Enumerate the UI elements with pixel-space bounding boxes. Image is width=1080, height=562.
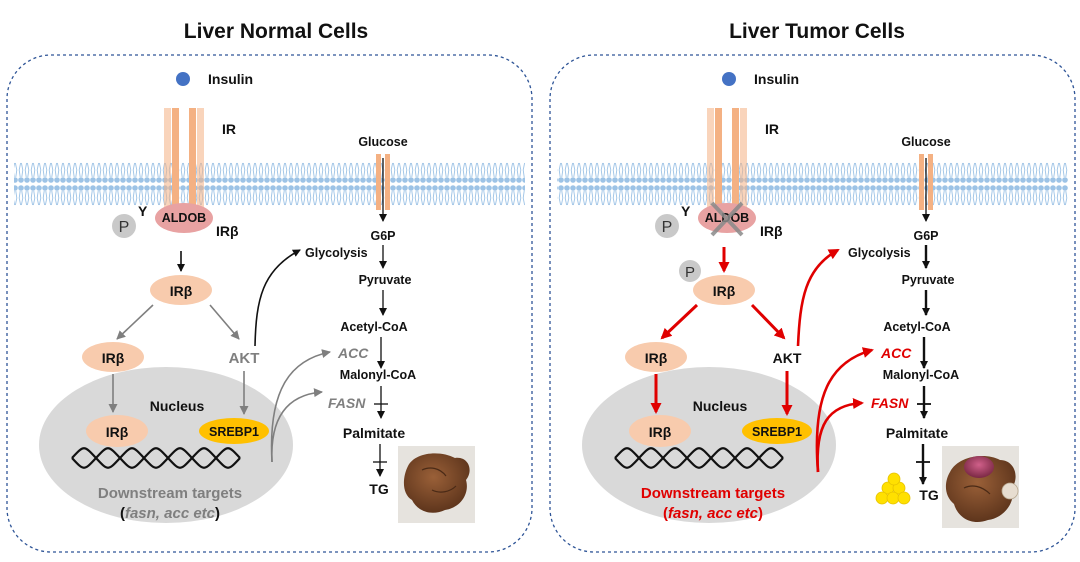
glucose-transporter	[919, 154, 933, 210]
aldob-label: ALDOB	[162, 211, 206, 225]
aldob-node	[155, 203, 213, 233]
cell-membrane	[557, 162, 1068, 208]
insulin-label: Insulin	[754, 71, 799, 87]
acetyl-coa-label: Acetyl-CoA	[883, 320, 950, 334]
irb-center-node	[150, 275, 212, 305]
akt-to-glycolysis-arrow	[796, 248, 840, 347]
tyrosine-label: Y	[138, 203, 148, 219]
glucose-label: Glucose	[358, 135, 407, 149]
irb-nucleus-label: IRβ	[106, 424, 129, 440]
cell-boundary	[549, 54, 1076, 553]
malonyl-coa-label: Malonyl-CoA	[883, 368, 959, 382]
phospho-label: P	[119, 219, 130, 236]
pyruvate-label: Pyruvate	[902, 273, 955, 287]
insulin-receptor	[707, 108, 747, 210]
targets-open: (	[663, 505, 668, 522]
srebp1-label: SREBP1	[752, 425, 802, 439]
aldob-loss-cross-icon	[710, 201, 744, 237]
phospho-icon	[655, 214, 679, 238]
pyruvate-label: Pyruvate	[359, 273, 412, 287]
g6p-label: G6P	[370, 229, 395, 243]
nucleus	[582, 367, 836, 523]
glycolysis-label: Glycolysis	[305, 246, 368, 260]
targets-to-acc-arrow	[270, 349, 331, 463]
irb-nucleus-label: IRβ	[649, 424, 672, 440]
tumor-panel: Liver Tumor Cells Insulin IR ALDOB IRβ P…	[549, 20, 1076, 553]
normal-liver-image	[398, 446, 475, 523]
downstream-label: Downstream targets	[641, 485, 785, 502]
targets-label: (fasn, acc etc)	[663, 505, 763, 522]
srebp1-label: SREBP1	[209, 425, 259, 439]
irb-left-node	[625, 342, 687, 372]
cell-membrane	[14, 162, 525, 208]
palmitate-label: Palmitate	[886, 425, 948, 441]
dna-helix-icon	[614, 447, 784, 469]
fasn-label: FASN	[328, 395, 366, 411]
targets-close: )	[758, 505, 763, 522]
g6p-label: G6P	[913, 229, 938, 243]
phospho-icon-2	[679, 260, 701, 282]
srebp1-node	[199, 418, 269, 444]
insulin-icon	[722, 72, 736, 86]
dna-helix-icon	[71, 447, 241, 469]
targets-open: (	[120, 505, 125, 522]
targets-genes: fasn, acc etc	[668, 505, 759, 522]
nucleus-label: Nucleus	[693, 398, 748, 414]
tg-label: TG	[369, 481, 389, 497]
irb-to-akt-arrow	[750, 303, 786, 340]
targets-label: (fasn, acc etc)	[120, 505, 220, 522]
acc-label: ACC	[880, 345, 912, 361]
ir-label: IR	[222, 121, 236, 137]
irb-receptor-label: IRβ	[216, 223, 239, 239]
irb-center-node	[693, 275, 755, 305]
nucleus-label: Nucleus	[150, 398, 205, 414]
normal-panel: Liver Normal Cells Insulin IR ALDOB IRβ …	[6, 20, 533, 553]
akt-to-glycolysis-arrow	[254, 249, 301, 347]
glucose-label: Glucose	[901, 135, 950, 149]
insulin-receptor	[164, 108, 204, 210]
insulin-label: Insulin	[208, 71, 253, 87]
glucose-transporter	[376, 154, 390, 210]
targets-to-acc-arrow	[815, 347, 874, 473]
akt-label: AKT	[773, 350, 802, 366]
tyrosine-label: Y	[681, 203, 691, 219]
panel-title: Liver Tumor Cells	[729, 20, 905, 43]
targets-genes: fasn, acc etc	[125, 505, 216, 522]
targets-close: )	[215, 505, 220, 522]
srebp1-node	[742, 418, 812, 444]
akt-label: AKT	[229, 350, 260, 367]
tumor-liver-image	[942, 446, 1019, 528]
panel-title: Liver Normal Cells	[184, 20, 368, 43]
irb-receptor-label: IRβ	[760, 223, 783, 239]
irb-to-akt-arrow	[209, 304, 240, 340]
insulin-icon	[176, 72, 190, 86]
acetyl-coa-label: Acetyl-CoA	[340, 320, 407, 334]
ir-label: IR	[765, 121, 779, 137]
lipid-droplets-icon	[875, 472, 911, 505]
irb-center-label: IRβ	[713, 283, 736, 299]
irb-nucleus-node	[86, 415, 148, 447]
irb-to-irb-arrow	[116, 304, 154, 340]
glycolysis-label: Glycolysis	[848, 246, 911, 260]
malonyl-coa-label: Malonyl-CoA	[340, 368, 416, 382]
downstream-label: Downstream targets	[98, 485, 242, 502]
irb-center-label: IRβ	[170, 283, 193, 299]
tg-label: TG	[919, 487, 939, 503]
irb-left-label: IRβ	[102, 350, 125, 366]
palmitate-label: Palmitate	[343, 425, 405, 441]
phospho-label: P	[662, 219, 673, 236]
irb-to-irb-arrow	[660, 303, 699, 340]
phospho-label-2: P	[685, 264, 695, 281]
phospho-icon	[112, 214, 136, 238]
cell-boundary	[6, 54, 533, 553]
acc-label: ACC	[337, 345, 369, 361]
nucleus	[39, 367, 293, 523]
irb-nucleus-node	[629, 415, 691, 447]
fasn-label: FASN	[871, 395, 909, 411]
irb-left-node	[82, 342, 144, 372]
irb-left-label: IRβ	[645, 350, 668, 366]
